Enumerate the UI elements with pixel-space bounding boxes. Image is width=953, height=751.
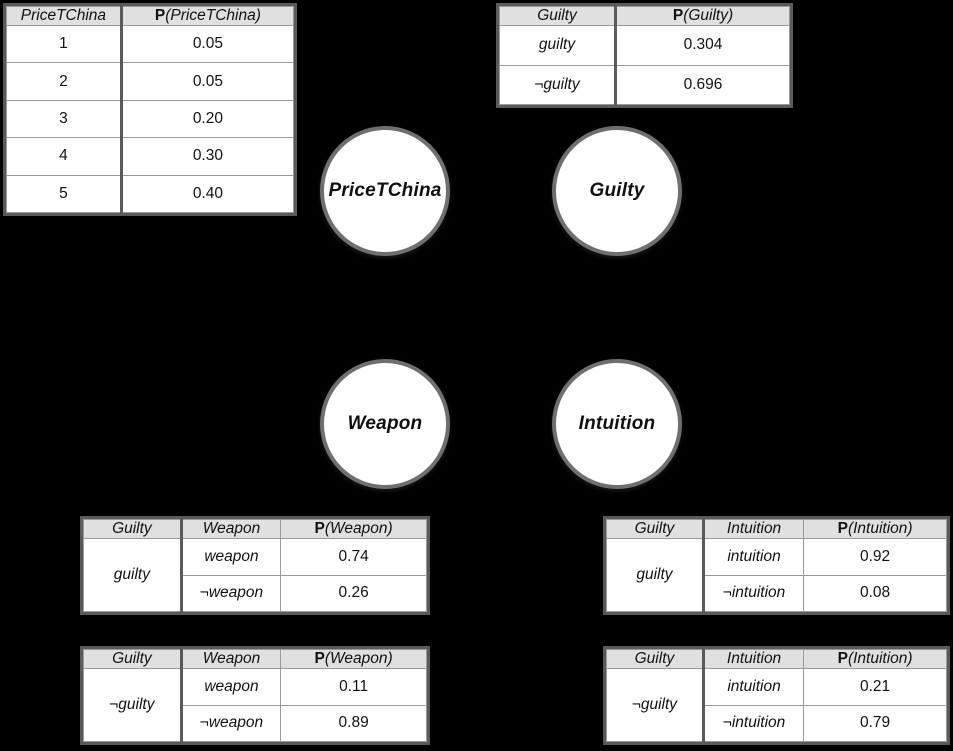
node-pricetchina[interactable]: PriceTChina — [320, 126, 450, 256]
table-header-row: PriceTChina P(PriceTChina) — [6, 6, 295, 26]
probability-argument: (Weapon) — [324, 650, 393, 667]
table-row: guilty 0.304 — [499, 25, 790, 66]
node-intuition[interactable]: Intuition — [552, 359, 682, 489]
header-parent-variable: Guilty — [606, 519, 705, 539]
header-probability: P(Weapon) — [280, 649, 427, 669]
probability-argument: (Weapon) — [324, 520, 393, 537]
probability-prefix: P — [672, 7, 684, 24]
cell-state: intuition — [702, 538, 805, 576]
table-row: 4 0.30 — [6, 137, 295, 176]
header-parent-variable: Guilty — [83, 649, 183, 669]
header-variable: PriceTChina — [6, 6, 123, 26]
cell-state: ¬guilty — [499, 64, 617, 105]
probability-argument: (Intuition) — [847, 520, 913, 537]
cell-state: 3 — [6, 99, 123, 139]
header-probability: P(Guilty) — [615, 6, 790, 26]
cell-condition: ¬guilty — [606, 668, 705, 742]
cell-state: weapon — [180, 538, 282, 576]
node-label: Intuition — [578, 413, 656, 434]
table-row: 1 0.05 — [6, 24, 295, 64]
header-probability: P(Intuition) — [803, 519, 947, 539]
cell-probability: 0.05 — [120, 24, 295, 64]
node-label: Guilty — [589, 180, 645, 201]
node-guilty[interactable]: Guilty — [552, 126, 682, 256]
cell-state: guilty — [499, 25, 617, 66]
cell-condition: guilty — [83, 538, 183, 612]
table-header-row: Guilty Intuition P(Intuition) — [606, 519, 947, 539]
cell-probability: 0.05 — [120, 62, 295, 101]
table-row: guilty intuition 0.92 — [606, 538, 947, 612]
table-row: ¬guilty 0.696 — [499, 64, 790, 105]
probability-prefix: P — [837, 650, 848, 667]
table-row: ¬guilty weapon 0.11 — [83, 668, 427, 742]
header-probability: P(Weapon) — [280, 519, 427, 539]
cell-state: intuition — [702, 668, 805, 706]
cell-probability: 0.89 — [280, 704, 427, 742]
header-probability: P(Intuition) — [803, 649, 947, 669]
cell-condition: ¬guilty — [83, 668, 183, 742]
probability-prefix: P — [314, 520, 325, 537]
cell-state: ¬weapon — [180, 574, 282, 612]
header-parent-variable: Guilty — [606, 649, 705, 669]
cell-probability: 0.11 — [280, 668, 427, 706]
header-variable: Weapon — [180, 519, 282, 539]
node-weapon[interactable]: Weapon — [320, 359, 450, 489]
probability-argument: (Guilty) — [683, 7, 734, 24]
cell-probability: 0.26 — [280, 574, 427, 612]
cell-probability: 0.696 — [615, 64, 790, 105]
cell-probability: 0.74 — [280, 538, 427, 576]
table-row: ¬weapon 0.26 — [84, 574, 427, 612]
header-variable: Intuition — [702, 519, 805, 539]
cpt-table-weapon-guilty: Guilty Weapon P(Weapon) guilty weapon 0.… — [80, 516, 430, 615]
cpt-table-intuition-not-guilty: Guilty Intuition P(Intuition) ¬guilty in… — [603, 646, 950, 745]
cell-probability: 0.21 — [803, 668, 947, 706]
header-probability: P(PriceTChina) — [120, 6, 295, 26]
cell-state: 1 — [6, 24, 123, 64]
cell-state: 5 — [6, 174, 123, 214]
table-row: ¬intuition 0.79 — [607, 704, 947, 742]
cell-state: weapon — [180, 668, 282, 706]
table-header-row: Guilty Intuition P(Intuition) — [606, 649, 947, 669]
header-parent-variable: Guilty — [83, 519, 183, 539]
node-label: Weapon — [347, 413, 423, 434]
cell-state: ¬weapon — [180, 704, 282, 742]
probability-prefix: P — [154, 7, 166, 24]
cell-state: 4 — [6, 137, 123, 176]
cpt-table-pricetchina: PriceTChina P(PriceTChina) 1 0.05 2 0.05… — [3, 3, 297, 216]
cpt-table-weapon-not-guilty: Guilty Weapon P(Weapon) ¬guilty weapon 0… — [80, 646, 430, 745]
table-row: ¬guilty intuition 0.21 — [606, 668, 947, 742]
table-header-row: Guilty Weapon P(Weapon) — [83, 519, 427, 539]
header-variable: Weapon — [180, 649, 282, 669]
cpt-table-guilty: Guilty P(Guilty) guilty 0.304 ¬guilty 0.… — [496, 3, 793, 108]
cell-probability: 0.79 — [803, 704, 947, 742]
table-header-row: Guilty P(Guilty) — [499, 6, 790, 26]
table-row: 2 0.05 — [6, 62, 295, 101]
cell-probability: 0.08 — [803, 574, 947, 612]
probability-prefix: P — [837, 520, 848, 537]
probability-prefix: P — [314, 650, 325, 667]
cell-state: ¬intuition — [702, 704, 805, 742]
cell-probability: 0.20 — [120, 99, 295, 139]
cell-condition: guilty — [606, 538, 705, 612]
table-row: 5 0.40 — [6, 174, 295, 214]
node-label: PriceTChina — [328, 180, 442, 201]
probability-argument: (PriceTChina) — [165, 7, 261, 24]
probability-argument: (Intuition) — [847, 650, 913, 667]
table-row: ¬weapon 0.89 — [84, 704, 427, 742]
cell-probability: 0.30 — [120, 137, 295, 176]
cell-probability: 0.304 — [615, 25, 790, 66]
cpt-table-intuition-guilty: Guilty Intuition P(Intuition) guilty int… — [603, 516, 950, 615]
cell-probability: 0.92 — [803, 538, 947, 576]
cell-state: ¬intuition — [702, 574, 805, 612]
table-row: 3 0.20 — [6, 99, 295, 139]
header-variable: Intuition — [702, 649, 805, 669]
table-header-row: Guilty Weapon P(Weapon) — [83, 649, 427, 669]
header-variable: Guilty — [499, 6, 617, 26]
cell-probability: 0.40 — [120, 174, 295, 214]
cell-state: 2 — [6, 62, 123, 101]
table-row: guilty weapon 0.74 — [83, 538, 427, 612]
table-row: ¬intuition 0.08 — [607, 574, 947, 612]
